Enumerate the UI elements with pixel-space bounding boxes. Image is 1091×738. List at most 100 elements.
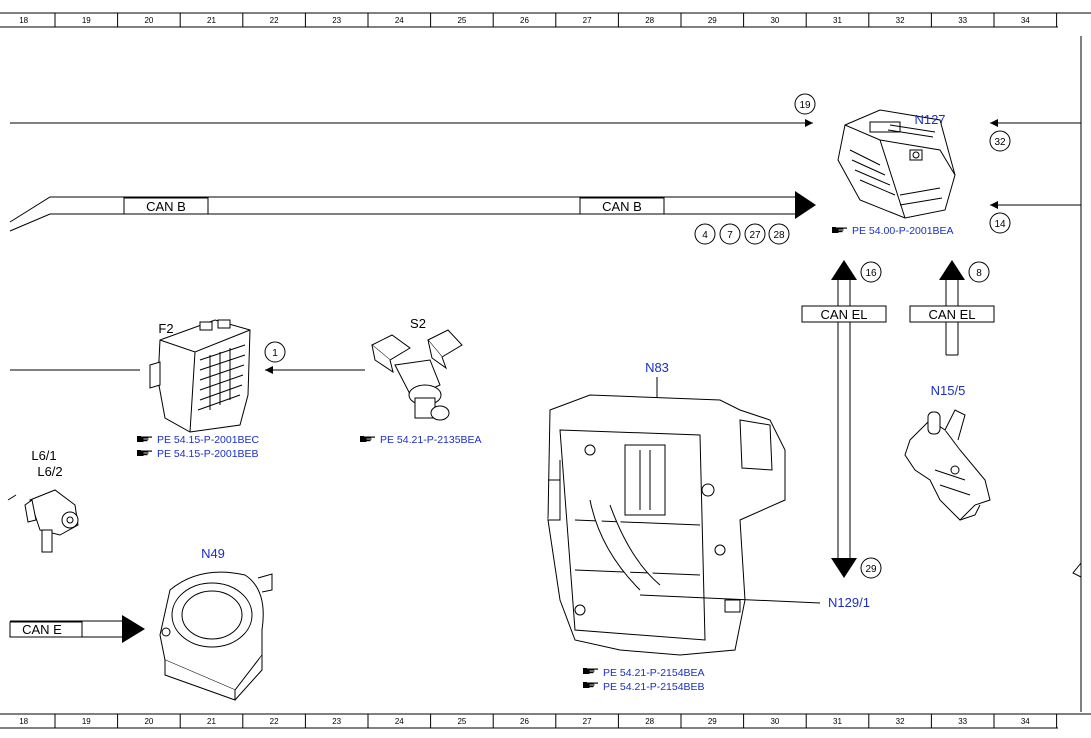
top-ruler-number: 34 (1021, 16, 1030, 25)
n15-5-drawing (904, 409, 991, 521)
top-ruler-number: 27 (583, 16, 592, 25)
top-ruler-number: 18 (19, 16, 28, 25)
top-ruler-number: 21 (207, 16, 216, 25)
n129-1-pointer-line (639, 594, 821, 604)
top-ruler-number: 19 (82, 16, 91, 25)
svg-text:32: 32 (994, 137, 1006, 148)
svg-text:1: 1 (272, 348, 278, 359)
n83-drawing (547, 394, 786, 656)
bottom-ruler-number: 28 (645, 717, 654, 726)
circle-16: 16 (860, 261, 882, 283)
svg-text:CAN EL: CAN EL (929, 307, 976, 322)
n129-1-label: N129/1 (828, 595, 870, 610)
top-ruler-number: 24 (395, 16, 404, 25)
f2-label: F2 (158, 321, 173, 336)
bottom-ruler-number: 27 (583, 717, 592, 726)
can-b-bus (9, 191, 816, 232)
top-ruler-number: 26 (520, 16, 529, 25)
bottom-ruler-number: 19 (82, 717, 91, 726)
svg-text:CAN B: CAN B (146, 199, 186, 214)
n127-reference[interactable]: PE 54.00-P-2001BEA (832, 225, 954, 237)
can-el-label-1: CAN EL (801, 305, 887, 323)
n49-drawing (159, 571, 273, 701)
bottom-ruler-number: 29 (708, 717, 717, 726)
l6-line (7, 494, 17, 501)
bottom-ruler-number: 26 (520, 717, 529, 726)
l6-1-label: L6/1 (31, 448, 56, 463)
pointing-hand-icon (360, 436, 375, 442)
top-ruler-number: 30 (770, 16, 779, 25)
pointing-hand-icon (137, 450, 152, 456)
bottom-ruler-number: 34 (1021, 717, 1030, 726)
top-ruler-number: 33 (958, 16, 967, 25)
n127-label: N127 (914, 112, 945, 127)
can-b-label-2: CAN B (579, 197, 665, 215)
circle-7: 7 (719, 223, 741, 245)
svg-text:28: 28 (773, 230, 785, 241)
l6-2-label: L6/2 (37, 464, 62, 479)
svg-text:CAN EL: CAN EL (821, 307, 868, 322)
bottom-ruler-number: 24 (395, 717, 404, 726)
circle-29: 29 (860, 557, 882, 579)
s2-label: S2 (410, 316, 426, 331)
l6-drawing (24, 489, 79, 553)
bottom-ruler-number: 32 (896, 717, 905, 726)
n49-label: N49 (201, 546, 225, 561)
top-ruler-number: 22 (270, 16, 279, 25)
top-ruler-number: 20 (144, 16, 153, 25)
s2-drawing (371, 329, 463, 421)
circle-32: 32 (989, 130, 1011, 152)
can-b-label-1: CAN B (123, 197, 209, 215)
f2-reference-2[interactable]: PE 54.15-P-2001BEB (137, 448, 259, 460)
bottom-ruler-number: 22 (270, 717, 279, 726)
f2-reference-1[interactable]: PE 54.15-P-2001BEC (137, 434, 260, 446)
svg-text:4: 4 (702, 230, 708, 241)
can-e-label: CAN E (9, 621, 83, 638)
svg-text:CAN B: CAN B (602, 199, 642, 214)
svg-text:PE 54.21-P-2154BEA: PE 54.21-P-2154BEA (603, 667, 705, 679)
svg-text:CAN E: CAN E (22, 622, 62, 637)
svg-text:PE 54.15-P-2001BEB: PE 54.15-P-2001BEB (157, 448, 259, 460)
top-ruler-number: 31 (833, 16, 842, 25)
svg-text:8: 8 (976, 268, 982, 279)
svg-text:19: 19 (799, 100, 811, 111)
bottom-ruler-number: 18 (19, 717, 28, 726)
svg-text:PE 54.21-P-2135BEA: PE 54.21-P-2135BEA (380, 434, 482, 446)
pointing-hand-icon (137, 436, 152, 442)
svg-text:16: 16 (865, 268, 877, 279)
bottom-ruler-number: 25 (457, 717, 466, 726)
bottom-ruler-number: 33 (958, 717, 967, 726)
top-ruler-number: 32 (896, 16, 905, 25)
can-el-label-2: CAN EL (909, 305, 995, 323)
svg-text:PE 54.15-P-2001BEC: PE 54.15-P-2001BEC (157, 434, 260, 446)
svg-text:29: 29 (865, 564, 877, 575)
top-ruler-number: 23 (332, 16, 341, 25)
circle-28: 28 (768, 223, 790, 245)
pointing-hand-icon (583, 668, 598, 674)
top-ruler-number: 28 (645, 16, 654, 25)
svg-text:7: 7 (727, 230, 733, 241)
svg-text:27: 27 (749, 230, 761, 241)
circle-4: 4 (694, 223, 716, 245)
bottom-ruler-number: 31 (833, 717, 842, 726)
n83-reference-2[interactable]: PE 54.21-P-2154BEB (583, 681, 705, 693)
circle-19: 19 (794, 93, 816, 115)
circle-27: 27 (744, 223, 766, 245)
s2-reference[interactable]: PE 54.21-P-2135BEA (360, 434, 482, 446)
bottom-ruler-number: 21 (207, 717, 216, 726)
f2-drawing (149, 319, 251, 433)
circle-8: 8 (968, 261, 990, 283)
circle-1: 1 (264, 341, 286, 363)
partial-component-edge (1072, 562, 1082, 578)
pointing-hand-icon (832, 227, 847, 233)
n83-reference-1[interactable]: PE 54.21-P-2154BEA (583, 667, 705, 679)
n83-label: N83 (645, 360, 669, 375)
svg-text:14: 14 (994, 219, 1006, 230)
svg-text:PE 54.00-P-2001BEA: PE 54.00-P-2001BEA (852, 225, 954, 237)
n127-module-drawing (837, 109, 956, 219)
bottom-ruler-number: 20 (144, 717, 153, 726)
bottom-ruler-number: 23 (332, 717, 341, 726)
